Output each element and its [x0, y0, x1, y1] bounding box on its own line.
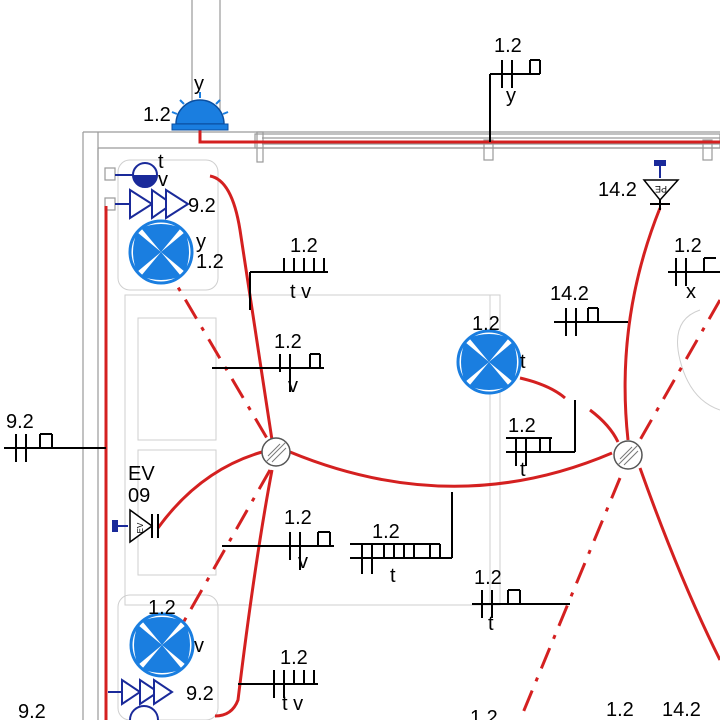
- sw-center-right-circuit: 1.2: [508, 415, 536, 437]
- wall-light-icon: [171, 92, 229, 131]
- sw-lower-mid-circuit: 1.2: [284, 507, 312, 529]
- socket-outlet-icon-bottom: [108, 678, 174, 720]
- fan-left-bottom-tag: v: [194, 635, 204, 657]
- fan-left-top-tag: y: [196, 231, 206, 253]
- socket-bottom-circuit: 9.2: [186, 683, 214, 705]
- sw-lower-right-circuit: 1.2: [474, 567, 502, 589]
- sw-upper-mid-tags: t v: [290, 281, 311, 303]
- fan-left-top-circuit: 1.2: [196, 251, 224, 273]
- sw-top-tags: y: [506, 85, 516, 107]
- switch-group-lower-right: [472, 589, 570, 618]
- socket-outlet-icon-top: [115, 188, 190, 220]
- sw-right-top-tags: x: [686, 281, 696, 303]
- fan-left-bottom-circuit: 1.2: [148, 597, 176, 619]
- switch-group-upper-mid: [249, 258, 328, 310]
- switch-group-mid: [212, 353, 324, 392]
- ev-number: 09: [128, 485, 150, 507]
- fan-center-circuit: 1.2: [472, 313, 500, 335]
- sw-center-bottom-circuit: 1.2: [372, 521, 400, 543]
- bottom-label-c: 14.2: [662, 699, 701, 720]
- bottom-label-b: 1.2: [606, 699, 634, 720]
- sw-lower-mid-tags: v: [298, 551, 308, 573]
- sw-bottom-mid-tags: t v: [282, 693, 303, 715]
- sw-mid-circuit: 1.2: [274, 331, 302, 353]
- socket-top-circuit: 9.2: [188, 195, 216, 217]
- ceiling-fan-icon-left-top: [128, 219, 194, 285]
- pe-circuit: 14.2: [598, 179, 637, 201]
- sw-bottom-mid-circuit: 1.2: [280, 647, 308, 669]
- sw-left-edge-circuit: 9.2: [6, 411, 34, 433]
- furniture-outlines: [117, 159, 720, 720]
- bottom-label-a: 1.2: [470, 707, 498, 720]
- sw-center-bottom-tags: t: [390, 565, 396, 587]
- round-outlet-icon: [115, 162, 158, 188]
- round-outlet-tag2: v: [158, 169, 168, 191]
- ev-outlet-icon: EV: [112, 508, 159, 544]
- sw-mid-tags: v: [288, 375, 298, 397]
- switch-group-center-right: [506, 400, 576, 466]
- wiring: [104, 128, 720, 720]
- sw-lower-right-tags: t: [488, 613, 494, 635]
- ev-label: EV: [128, 463, 155, 485]
- switch-group-left-edge: [4, 433, 106, 462]
- switch-group-center-bottom: [350, 492, 453, 574]
- switch-group-lower-mid: [222, 531, 334, 570]
- pe-code: PE: [655, 184, 667, 194]
- sw-right-mid-circuit: 14.2: [550, 283, 589, 305]
- pe-outlet-icon: PE: [642, 160, 680, 210]
- junction-box-right: [613, 440, 643, 470]
- switch-group-right-mid: [554, 307, 628, 336]
- light-tag-label: y: [194, 73, 204, 95]
- bottom-left-label: 9.2: [18, 701, 46, 720]
- fan-center-tag: t: [520, 351, 526, 373]
- switch-group-right-top: [668, 257, 720, 286]
- switch-group-bottom-mid: [238, 670, 318, 698]
- ev-code: EV: [136, 522, 145, 533]
- sw-upper-mid-circuit: 1.2: [290, 235, 318, 257]
- round-outlet-tag: t: [158, 151, 164, 173]
- junction-box-left: [261, 437, 291, 467]
- sw-top-circuit: 1.2: [494, 35, 522, 57]
- sw-right-top-circuit: 1.2: [674, 235, 702, 257]
- light-circuit-label: 1.2: [143, 104, 171, 126]
- switch-group-top: [489, 59, 541, 142]
- ceiling-fan-icon-left-bottom: [129, 612, 195, 678]
- ceiling-fan-icon-center: [456, 329, 522, 395]
- sw-center-right-tags: t: [520, 459, 526, 481]
